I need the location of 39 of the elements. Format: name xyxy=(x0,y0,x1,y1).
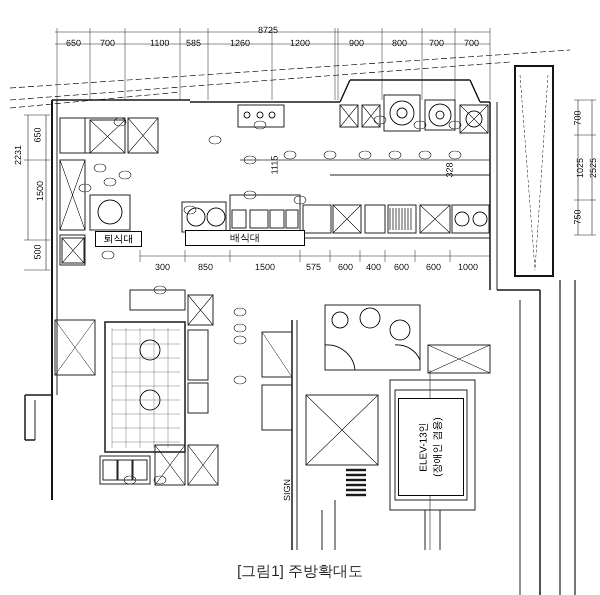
dimension-label: 1200 xyxy=(290,38,310,48)
dimension-label: 850 xyxy=(198,262,214,272)
dimension-label: 8725 xyxy=(258,25,278,35)
dimension-label: 300 xyxy=(155,262,170,272)
dimension-label: 750 xyxy=(572,209,583,225)
dimension-label: 800 xyxy=(392,38,408,48)
counter-box xyxy=(185,230,305,246)
dimension-label: 1025 xyxy=(575,158,586,178)
dimension-label: 1115 xyxy=(269,156,280,174)
room-label: ELEV-13인 xyxy=(418,421,431,474)
elevator-box xyxy=(398,398,464,496)
dimension-label: 1260 xyxy=(230,38,250,48)
room-label: 배식대 xyxy=(230,232,260,245)
room-label: 퇴식대 xyxy=(104,233,134,246)
dimension-label: 500 xyxy=(32,244,43,260)
dimension-label: 700 xyxy=(572,110,583,126)
dimension-label: 600 xyxy=(394,262,410,272)
room-label: (장애인 겸용) xyxy=(432,417,445,477)
dimension-label: 600 xyxy=(426,262,442,272)
dimension-label: 575 xyxy=(306,262,322,272)
dimension-label: 585 xyxy=(186,38,202,48)
dimension-label: 2231 xyxy=(13,144,24,166)
dimension-label: 1000 xyxy=(458,262,478,272)
dimension-label: 700 xyxy=(429,38,444,48)
dimension-label: 600 xyxy=(338,262,354,272)
dimension-label: 2525 xyxy=(588,158,598,178)
dimension-label: 400 xyxy=(366,262,382,272)
dimension-label: 1100 xyxy=(150,38,170,48)
dimension-label: 650 xyxy=(32,127,43,143)
dimension-label: 650 xyxy=(66,38,82,48)
sign-label: SIGN xyxy=(282,479,292,501)
figure-caption: [그림1] 주방확대도 xyxy=(237,563,363,580)
dimension-label: 1500 xyxy=(35,180,46,202)
counter-box xyxy=(95,231,142,247)
dimension-label: 700 xyxy=(464,38,480,48)
dimension-label: 328 xyxy=(444,162,455,178)
dimension-label: 1500 xyxy=(255,262,276,272)
dimension-label: 700 xyxy=(100,38,116,48)
dimension-label: 900 xyxy=(349,38,364,48)
